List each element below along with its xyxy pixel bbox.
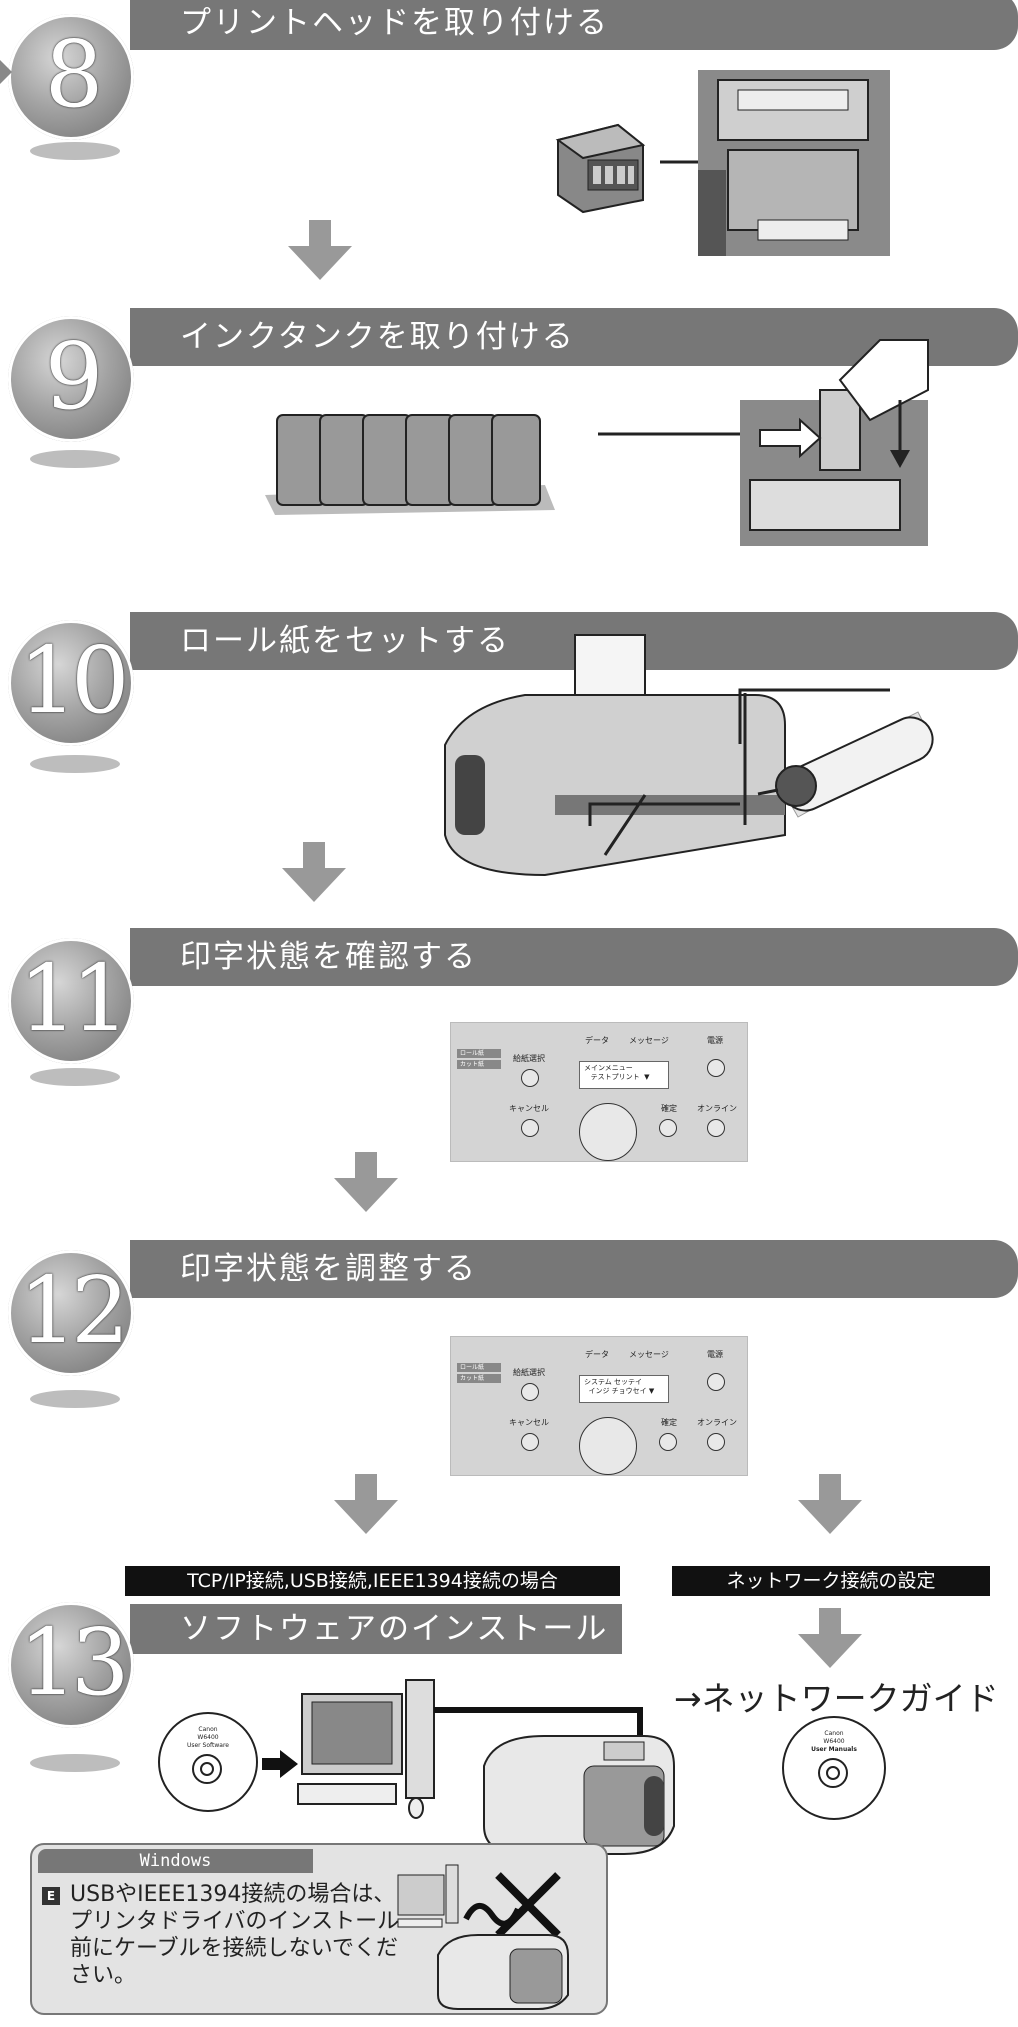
message-lamp-label: メッセージ [629,1350,669,1359]
step-11-badge: 11 [8,938,134,1064]
cd-brand: Canon [198,1726,218,1733]
step-8-title: プリントヘッドを取り付ける [180,5,609,41]
windows-note: Windows E USBやIEEE1394接続の場合は、プリンタドライバのイン… [30,1843,608,2015]
step-12-banner: 印字状態を調整する [130,1240,1018,1298]
step-13-title: ソフトウェアのインストール [180,1611,609,1647]
cancel-label: キャンセル [509,1418,549,1427]
step-13-badge: 13 [8,1602,134,1728]
step-9-shadow [30,450,120,468]
step-11-number: 11 [18,945,129,1052]
cd-model: W6400 [197,1734,219,1741]
step-9-banner: インクタンクを取り付ける [130,308,1018,366]
cut-paper-tag: カット紙 [457,1060,501,1069]
cancel-button[interactable] [521,1433,539,1451]
step-12-title: 印字状態を調整する [180,1251,477,1287]
printer-illustration [483,1735,675,1855]
confirm-button[interactable] [659,1433,677,1451]
step-10-title: ロール紙をセットする [180,623,510,659]
feed-select-label: 給紙選択 [513,1054,545,1063]
step-12-shadow [30,1390,120,1408]
confirm-button[interactable] [659,1119,677,1137]
power-label: 電源 [707,1036,723,1045]
step-8-number: 8 [44,21,104,128]
network-setup-label: ネットワーク接続の設定 [672,1566,990,1596]
printhead-illustration [555,123,646,214]
data-lamp-label: データ [585,1350,609,1359]
note-header: Windows [38,1849,313,1873]
ink-tanks-illustration [265,414,555,515]
step-8-shadow [30,142,120,160]
connection-type-label: TCP/IP接続,USB接続,IEEE1394接続の場合 [125,1566,620,1596]
manuals-cd: Canon W6400 User Manuals [782,1716,886,1820]
control-panel-adjust: ロール紙 カット紙 給紙選択 キャンセル データ メッセージ システム セッテイ… [450,1336,748,1476]
control-panel-check: ロール紙 カット紙 給紙選択 キャンセル データ メッセージ メインメニュー テ… [450,1022,748,1162]
cut-paper-tag: カット紙 [457,1374,501,1383]
roll-paper-illustration [757,711,934,818]
roll-paper-tag: ロール紙 [457,1363,501,1372]
cancel-label: キャンセル [509,1104,549,1113]
message-lamp-label: メッセージ [629,1036,669,1045]
step-9-number: 9 [44,323,104,430]
note-text: USBやIEEE1394接続の場合は、プリンタドライバのインストール前にケーブル… [70,1882,400,1988]
step-13-number: 13 [18,1609,129,1716]
online-label: オンライン [697,1418,737,1427]
lcd-display: システム セッテイ インジ チョウセイ ▼ [579,1375,669,1403]
online-button[interactable] [707,1119,725,1137]
step-11-shadow [30,1068,120,1086]
step-11-banner: 印字状態を確認する [130,928,1018,986]
step-12-badge: 12 [8,1250,134,1376]
online-button[interactable] [707,1433,725,1451]
right-arrow-icon [262,1750,298,1778]
confirm-label: 確定 [661,1104,677,1113]
step-8-badge: 8 [8,14,134,140]
lcd-display: メインメニュー テストプリント ▼ [579,1061,669,1089]
feed-select-button[interactable] [521,1069,539,1087]
note-icon: E [42,1887,60,1905]
step-13-shadow [30,1754,120,1772]
step-11-title: 印字状態を確認する [180,939,477,975]
cd-brand: Canon [824,1730,844,1737]
printer-carriage-illustration [698,70,890,256]
arrow-dial[interactable] [579,1417,637,1475]
software-cd: Canon W6400 User Software [158,1712,258,1812]
step-10-number: 10 [18,627,129,734]
computer-illustration [297,1679,435,1819]
arrow-dial[interactable] [579,1103,637,1161]
step-10-badge: 10 [8,620,134,746]
feed-select-button[interactable] [521,1383,539,1401]
roll-paper-arrow [588,688,890,826]
power-label: 電源 [707,1350,723,1359]
cable-line [434,1707,643,1746]
cancel-button[interactable] [521,1119,539,1137]
step-8-banner: プリントヘッドを取り付ける [130,0,1018,50]
ink-slot-illustration [740,339,929,546]
feed-select-label: 給紙選択 [513,1368,545,1377]
step-13-banner: ソフトウェアのインストール [130,1604,622,1654]
power-button[interactable] [707,1373,725,1391]
step-12-number: 12 [18,1257,129,1364]
confirm-label: 確定 [661,1418,677,1427]
pointer-triangle-icon [0,60,12,84]
step-9-title: インクタンクを取り付ける [180,319,575,355]
roll-paper-tag: ロール紙 [457,1049,501,1058]
no-cable-illustration [397,1864,569,2010]
online-label: オンライン [697,1104,737,1113]
network-guide-link[interactable]: →ネットワークガイド [674,1679,999,1718]
cd-model: W6400 [823,1738,845,1745]
step-10-shadow [30,755,120,773]
data-lamp-label: データ [585,1036,609,1045]
cd-title: User Software [186,1742,230,1749]
cd-title: User Manuals [811,1746,857,1753]
step-9-badge: 9 [8,316,134,442]
power-button[interactable] [707,1059,725,1077]
